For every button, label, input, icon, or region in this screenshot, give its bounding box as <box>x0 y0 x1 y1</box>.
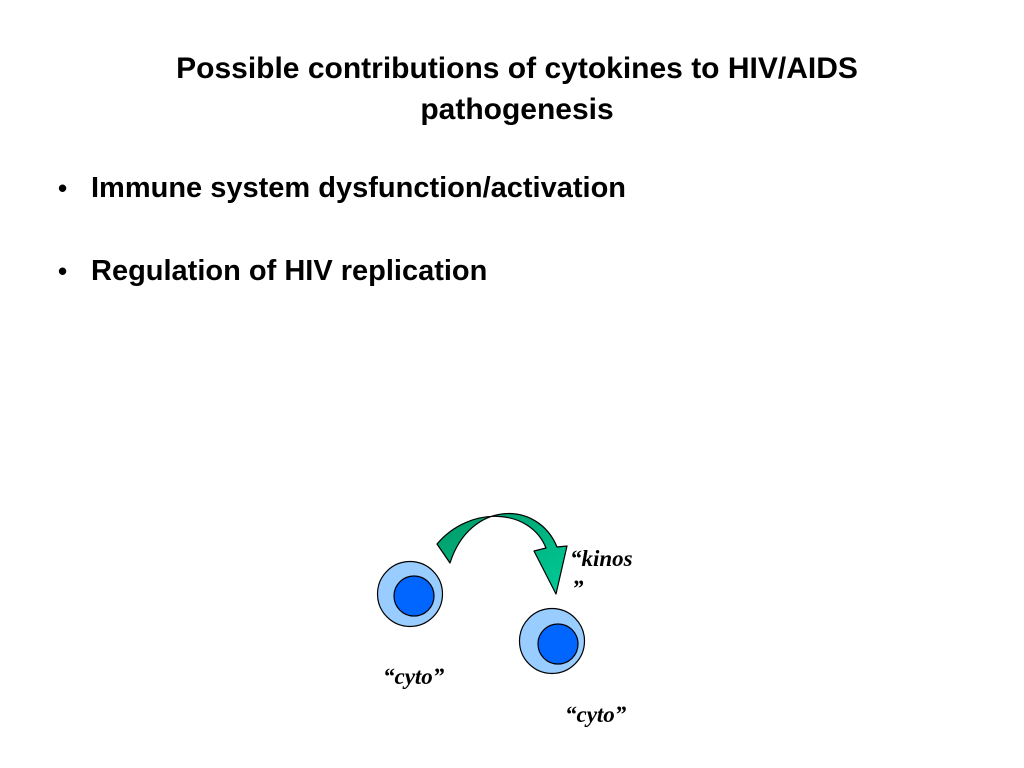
cell-right <box>518 607 586 675</box>
bullet-text: Regulation of HIV replication <box>91 255 488 287</box>
label-cyto-right: “cyto” <box>565 702 627 727</box>
bullet-item: • Immune system dysfunction/activation <box>58 168 958 208</box>
curved-arrow-icon <box>436 513 568 595</box>
bullet-text: Immune system dysfunction/activation <box>91 172 627 204</box>
cell-left <box>376 560 444 628</box>
label-kinos-close-quote: ” <box>572 576 584 601</box>
cell-nucleus <box>393 575 435 617</box>
bullet-item: • Regulation of HIV replication <box>58 251 958 291</box>
label-kinos: “kinos <box>570 546 633 571</box>
cell-nucleus <box>537 623 579 665</box>
bullet-dot-icon: • <box>58 256 68 286</box>
bullet-dot-icon: • <box>58 173 68 203</box>
label-cyto-left: “cyto” <box>383 664 445 689</box>
bullet-list: • Immune system dysfunction/activation •… <box>58 168 958 334</box>
slide-title: Possible contributions of cytokines to H… <box>176 52 858 126</box>
